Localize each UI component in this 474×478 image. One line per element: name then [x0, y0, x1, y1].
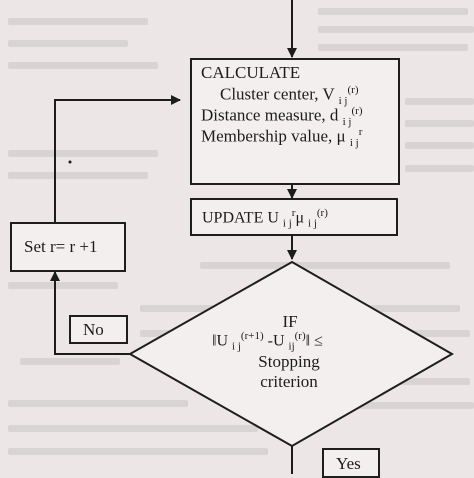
update-label: UPDATE U	[202, 209, 279, 227]
yes-label-box: Yes	[322, 448, 380, 478]
membership-line: Membership value, μ i jr	[201, 126, 362, 149]
membership-superscript: r	[358, 126, 363, 138]
condition-minus: -U	[263, 332, 285, 350]
distance-superscript: (r)	[351, 105, 363, 117]
update-box: UPDATE U i jrμ i j(r)	[190, 198, 398, 236]
condition-superscript-b: (r)	[294, 330, 306, 342]
update-subscript-2: i j	[308, 217, 317, 230]
update-superscript-2: (r)	[316, 207, 328, 219]
update-superscript-1: r	[291, 207, 296, 219]
update-subscript-1: i j	[282, 217, 292, 230]
membership-label: Membership value, μ	[201, 126, 346, 146]
set-iteration-box: Set r= r +1	[10, 222, 126, 272]
no-label: No	[83, 320, 104, 339]
condition-superscript-a: (r+1)	[240, 330, 264, 342]
distance-label: Distance measure, d	[201, 105, 339, 125]
membership-subscript: i j	[349, 137, 359, 150]
distance-subscript: i j	[342, 116, 352, 129]
update-mu: μ	[295, 209, 305, 227]
cluster-center-superscript: (r)	[347, 84, 359, 96]
distance-line: Distance measure, d i j(r)	[201, 105, 363, 128]
decision-criterion: criterion	[260, 372, 318, 391]
yes-label: Yes	[336, 454, 361, 473]
condition-subscript-a: i j	[232, 340, 241, 353]
no-label-box: No	[69, 315, 128, 344]
decision-stopping: Stopping	[258, 352, 320, 371]
norm-right: ‖ ≤	[305, 332, 323, 350]
decision-condition: ‖U i j(r+1) -U ij(r)‖ ≤	[212, 330, 323, 353]
norm-left: ‖U	[212, 332, 229, 350]
condition-subscript-b: ij	[288, 340, 295, 353]
cluster-center-line: Cluster center, V i j(r)	[220, 84, 359, 107]
calculate-title: CALCULATE	[201, 63, 301, 82]
arrow-set-to-calculate	[54, 95, 181, 222]
decision-if: IF	[282, 312, 298, 331]
cluster-center-label: Cluster center, V	[220, 84, 335, 104]
cluster-center-subscript: i j	[338, 95, 348, 108]
update-formula: UPDATE U i jrμ i j(r)	[202, 207, 328, 230]
set-iteration-label: Set r= r +1	[24, 237, 98, 256]
print-speck	[68, 160, 72, 164]
calculate-box: CALCULATE Cluster center, V i j(r) Dista…	[190, 58, 400, 185]
arrow-no-to-set	[50, 271, 130, 355]
